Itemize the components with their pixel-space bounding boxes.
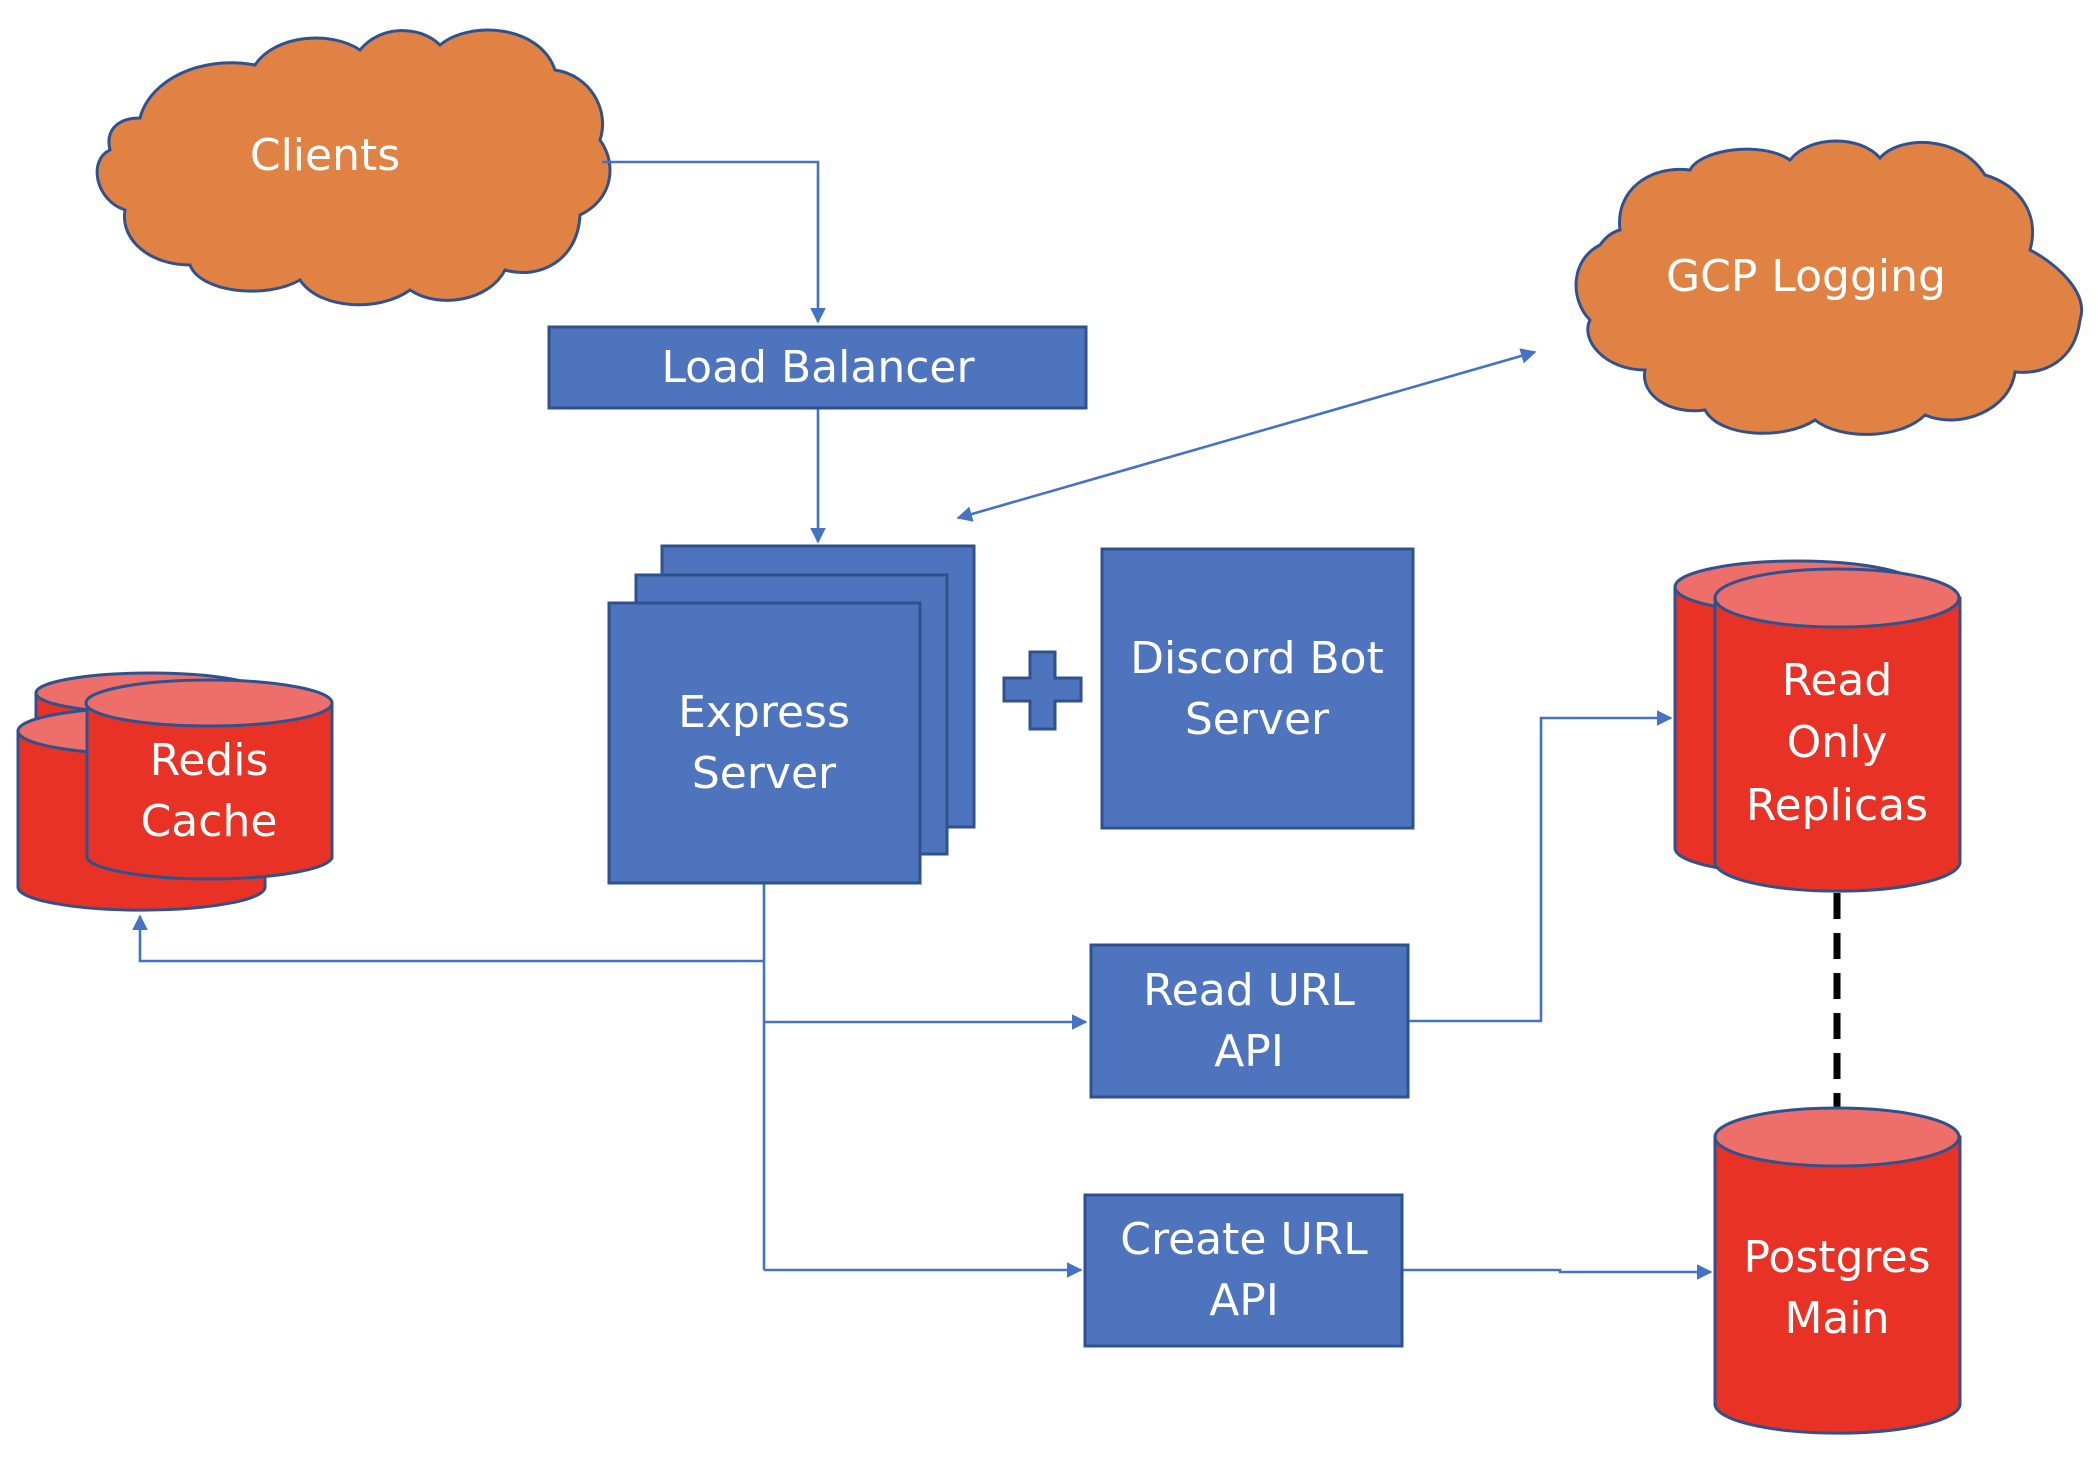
edge-express-gcp-logging (956, 348, 1537, 522)
redis-label-line1: Redis (150, 735, 269, 786)
redis-cache-node: Redis Cache (16, 671, 334, 912)
cylinder-top (1713, 1106, 1961, 1168)
replicas-label-line3: Replicas (1746, 780, 1928, 831)
plus-icon (1002, 650, 1083, 731)
edge-express-to-redis (132, 914, 764, 963)
read-url-api-label-line2: API (1214, 1026, 1284, 1077)
discord-bot-label-line2: Server (1185, 694, 1330, 745)
cylinder-top (84, 678, 334, 728)
replicas-label-line2: Only (1787, 717, 1888, 768)
postgres-label-line2: Main (1784, 1293, 1889, 1344)
create-url-api-label-line1: Create URL (1120, 1214, 1368, 1265)
load-balancer-node: Load Balancer (547, 325, 1088, 410)
create-url-api-box (1083, 1193, 1404, 1348)
load-balancer-label: Load Balancer (661, 342, 975, 393)
cloud-shape (1574, 139, 2084, 436)
edge-read-api-to-replicas (1408, 710, 1673, 1023)
cylinder-top (1713, 567, 1961, 629)
express-server-label-line2: Server (692, 748, 837, 799)
replicas-label-line1: Read (1782, 655, 1893, 706)
postgres-main-node: Postgres Main (1713, 1106, 1962, 1435)
discord-bot-server-node: Discord Bot Server (1100, 547, 1415, 830)
cylinder-body (1713, 1135, 1962, 1435)
cylinder-body (85, 701, 334, 881)
read-only-replicas-node: Read Only Replicas (1673, 559, 1962, 893)
gcp-logging-node: GCP Logging (1574, 139, 2084, 436)
express-server-front-box (607, 601, 922, 885)
express-server-label-line1: Express (678, 687, 850, 738)
redis-label-line2: Cache (141, 796, 278, 847)
load-balancer-box (547, 325, 1088, 410)
postgres-label-line1: Postgres (1743, 1232, 1930, 1283)
cylinder-body (1713, 596, 1962, 893)
express-server-node: Express Server (607, 544, 976, 885)
read-url-api-label-line1: Read URL (1143, 965, 1355, 1016)
edge-clients-to-load-balancer (602, 160, 826, 324)
discord-bot-label-line1: Discord Bot (1130, 633, 1384, 684)
gcp-logging-label: GCP Logging (1666, 251, 1946, 302)
edge-create-api-to-postgres (1402, 1264, 1713, 1280)
read-url-api-box (1089, 943, 1410, 1099)
clients-label: Clients (250, 130, 400, 181)
create-url-api-label-line2: API (1209, 1275, 1279, 1326)
create-url-api-node: Create URL API (1083, 1193, 1404, 1348)
cloud-shape (95, 28, 612, 307)
clients-node: Clients (95, 28, 612, 307)
read-url-api-node: Read URL API (1089, 943, 1410, 1099)
discord-bot-server-box (1100, 547, 1415, 830)
